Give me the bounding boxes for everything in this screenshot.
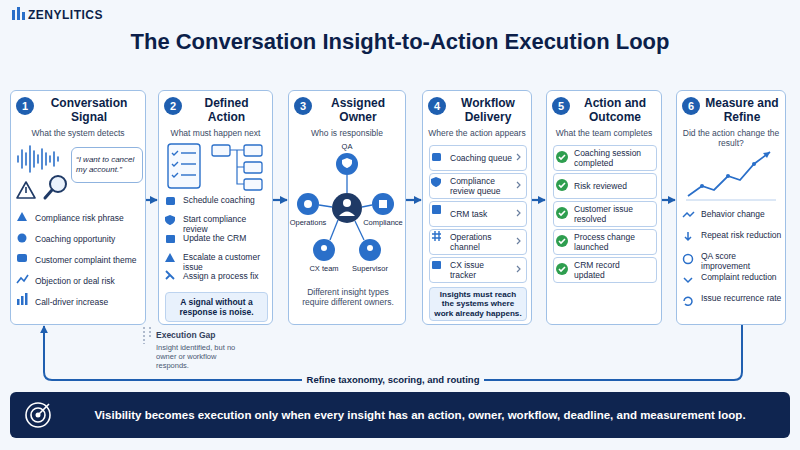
box-text: Coaching queue <box>450 153 512 163</box>
list-item: Issue recurrence rate <box>701 293 783 303</box>
stage-panel: 2Defined ActionWhat must happen nextSche… <box>158 90 273 325</box>
list-item: Call-driver increase <box>35 297 143 307</box>
note-box: Insights must reach the systems where wo… <box>429 287 527 321</box>
diagram-title: The Conversation Insight-to-Action Execu… <box>0 29 800 55</box>
box-text: Process change launched <box>574 232 650 252</box>
list-item: Escalate a customer issue <box>183 252 269 272</box>
step-number: 2 <box>164 97 182 115</box>
box-text: A signal without a response is noise. <box>170 297 263 317</box>
panel-title: Conversation Signal <box>37 96 141 124</box>
feedback-loop <box>44 325 742 380</box>
box-text: Customer issue resolved <box>574 204 650 224</box>
panel-subtitle: What the system detects <box>15 128 141 138</box>
panel-subtitle: Did the action change the result? <box>681 128 781 148</box>
task-box: Compliance review queue <box>429 173 527 199</box>
panel-title: Workflow Delivery <box>449 96 527 124</box>
stage-panel: 1Conversation SignalWhat the system dete… <box>10 90 146 325</box>
list-item: Compliance risk phrase <box>35 213 143 223</box>
owner-label: CX team <box>302 264 346 273</box>
task-box: Risk reviewed <box>553 173 657 199</box>
flow-arrow <box>273 199 287 201</box>
box-text: Risk reviewed <box>574 181 627 191</box>
caption-text: Visibility becomes execution only when e… <box>62 392 778 438</box>
box-text: Compliance review queue <box>450 176 512 196</box>
brand-name: ZENYLITICS <box>28 8 103 22</box>
quote-text: “I want to cancel my account.” <box>76 155 138 175</box>
gap-note: Insight identified, but no owner or work… <box>156 343 236 370</box>
box-text: CRM record updated <box>574 260 650 280</box>
panel-note: Different insight types require differen… <box>294 287 402 307</box>
flow-arrow <box>532 199 545 201</box>
gap-title: Execution Gap <box>156 330 236 340</box>
panel-subtitle: Who is responsible <box>293 128 401 138</box>
flow-arrow <box>406 199 421 201</box>
task-box: CRM record updated <box>553 257 657 283</box>
task-box: Coaching queue <box>429 145 527 171</box>
owner-label: Compliance <box>361 218 405 227</box>
panel-subtitle: Where the action appears <box>427 128 527 138</box>
list-item: Complaint reduction <box>701 272 783 282</box>
owner-label: QA <box>335 142 359 151</box>
list-item: Repeat risk reduction <box>701 230 783 240</box>
step-number: 5 <box>552 97 570 115</box>
panel-subtitle: What the team completes <box>551 128 657 138</box>
panel-subtitle: What must happen next <box>163 128 268 138</box>
stage-panel: 5Action and OutcomeWhat the team complet… <box>546 90 662 325</box>
box-text: Insights must reach the systems where wo… <box>434 290 522 318</box>
step-number: 4 <box>428 97 446 115</box>
note-box: A signal without a response is noise. <box>165 292 268 322</box>
list-item: Start compliance review <box>183 214 269 234</box>
list-item: Customer complaint theme <box>35 255 143 265</box>
list-item: Behavior change <box>701 209 783 219</box>
task-box: CX issue tracker <box>429 257 527 283</box>
box-text: CX issue tracker <box>450 260 512 280</box>
flow-arrow <box>662 199 675 201</box>
loop-label: Refine taxonomy, scoring, and routing <box>302 374 485 386</box>
list-item: Coaching opportunity <box>35 234 143 244</box>
stage-panel: 4Workflow DeliveryWhere the action appea… <box>422 90 532 325</box>
panel-title: Action and Outcome <box>573 96 657 124</box>
list-item: Update the CRM <box>183 233 269 243</box>
owner-label: Operations <box>286 218 330 227</box>
stage-panel: 6Measure and RefineDid the action change… <box>676 90 786 325</box>
box-text: CRM task <box>450 209 487 219</box>
speech-bubble: “I want to cancel my account.” <box>71 147 143 183</box>
step-number: 6 <box>682 97 700 115</box>
panel-title: Measure and Refine <box>703 96 781 124</box>
stage-panel: 3Assigned OwnerWho is responsibleDiffere… <box>288 90 406 325</box>
list-item: Schedule coaching <box>183 195 269 205</box>
task-box: Process change launched <box>553 229 657 255</box>
task-box: CRM task <box>429 201 527 227</box>
task-box: Customer issue resolved <box>553 201 657 227</box>
step-number: 1 <box>16 97 34 115</box>
task-box: Coaching session completed <box>553 145 657 171</box>
step-number: 3 <box>294 97 312 115</box>
box-text: Coaching session completed <box>574 148 650 168</box>
list-item: Objection or deal risk <box>35 276 143 286</box>
flow-arrow <box>146 199 157 201</box>
task-box: Operations channel <box>429 229 527 255</box>
owner-label: Supervisor <box>348 264 392 273</box>
panel-title: Assigned Owner <box>315 96 401 124</box>
panel-title: Defined Action <box>185 96 268 124</box>
box-text: Operations channel <box>450 232 512 252</box>
list-item: QA score improvement <box>701 251 783 271</box>
list-item: Assign a process fix <box>183 271 269 281</box>
